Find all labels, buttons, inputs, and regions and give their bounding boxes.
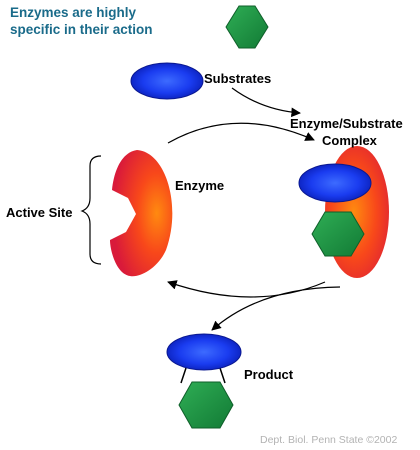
- substrate-blue-oval: [130, 62, 204, 100]
- enzyme-label: Enzyme: [175, 178, 225, 193]
- complex-label-line-1: Enzyme/Substrate: [290, 116, 403, 131]
- product-label: Product: [244, 367, 294, 382]
- arrow-substrates-to-complex: [231, 87, 301, 118]
- arrow-complex-to-enzyme: [167, 280, 326, 298]
- substrate-green-hexagon: [225, 5, 269, 49]
- enzyme-shape: [110, 150, 173, 277]
- credit-text: Dept. Biol. Penn State ©2002: [260, 434, 398, 446]
- enzyme-substrate-complex: [298, 146, 389, 278]
- active-site-brace: [80, 155, 102, 265]
- arrow-complex-to-product: [211, 286, 341, 331]
- active-site-label: Active Site: [6, 205, 73, 220]
- title-line-1: Enzymes are highly: [10, 5, 137, 20]
- substrates-label: Substrates: [204, 71, 272, 86]
- complex-label-line-2: Complex: [322, 133, 377, 148]
- product: [166, 333, 242, 429]
- arrow-enzyme-to-complex: [167, 122, 315, 144]
- title-line-2: specific in their action: [10, 22, 153, 37]
